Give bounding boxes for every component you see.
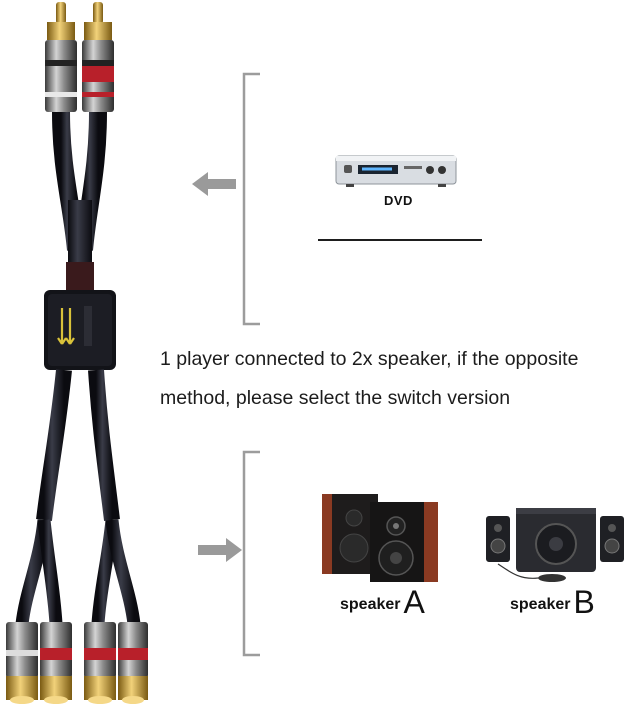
speaker-a-text: speaker bbox=[340, 596, 401, 613]
top-bracket bbox=[242, 72, 260, 326]
top-rca-plug-red bbox=[82, 2, 114, 112]
speaker-b-letter: B bbox=[573, 584, 595, 620]
caption-line-2: method, please select the switch version bbox=[160, 387, 511, 409]
arrow-right-icon bbox=[198, 538, 242, 562]
caption-line-1: 1 player connected to 2x speaker, if the… bbox=[160, 348, 579, 370]
speaker-b-text: speaker bbox=[510, 596, 571, 613]
dvd-label: DVD bbox=[384, 193, 413, 208]
bookshelf-speakers-icon bbox=[322, 494, 438, 582]
speaker-b-label: speakerB bbox=[510, 584, 595, 621]
arrow-left-icon bbox=[192, 172, 236, 196]
dvd-player-icon bbox=[335, 155, 457, 187]
speaker-a-label: speakerA bbox=[340, 584, 425, 621]
divider-line bbox=[318, 239, 482, 241]
bottom-rca-sockets bbox=[6, 622, 148, 704]
top-rca-plug-white bbox=[45, 2, 77, 112]
bottom-bracket bbox=[242, 450, 260, 657]
splitter-junction-body bbox=[44, 290, 116, 370]
subwoofer-satellite-speakers-icon bbox=[486, 508, 624, 582]
speaker-a-letter: A bbox=[403, 584, 425, 620]
rca-y-splitter-cable bbox=[6, 2, 148, 704]
